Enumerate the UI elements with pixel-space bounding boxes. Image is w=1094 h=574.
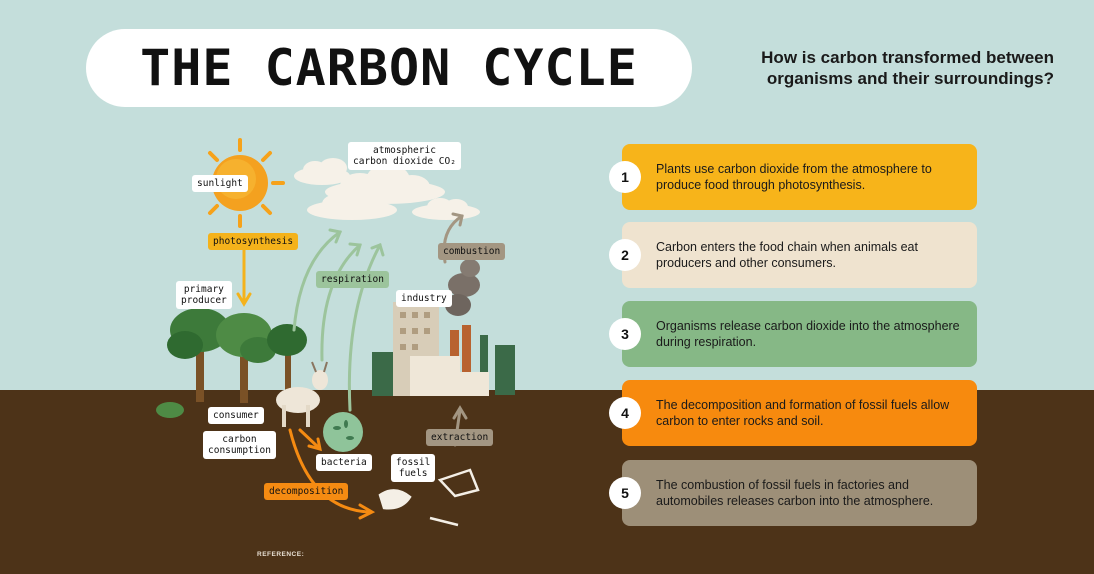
- page-subtitle: How is carbon transformed between organi…: [761, 48, 1054, 88]
- fossil-icon: [378, 468, 480, 527]
- label-fossil-fuels: fossil fuels: [391, 454, 436, 482]
- reference-note: REFERENCE:: [257, 551, 305, 558]
- bacteria-icon: [323, 412, 363, 452]
- label-consumer: consumer: [208, 407, 264, 424]
- label-industry: industry: [396, 290, 452, 307]
- label-atmospheric-co2: atmospheric carbon dioxide CO₂: [348, 142, 461, 170]
- label-bacteria: bacteria: [316, 454, 372, 471]
- label-sunlight: sunlight: [192, 175, 248, 192]
- step-number: 4: [609, 397, 641, 429]
- step-number: 2: [609, 239, 641, 271]
- step-card-3: 3 Organisms release carbon dioxide into …: [609, 301, 977, 367]
- step-number: 5: [609, 477, 641, 509]
- step-card-1: 1 Plants use carbon dioxide from the atm…: [609, 144, 977, 210]
- title-banner: THE CARBON CYCLE: [86, 29, 692, 107]
- tree-icon: [156, 308, 307, 418]
- step-text: The decomposition and formation of fossi…: [656, 398, 950, 428]
- step-card-4: 4 The decomposition and formation of fos…: [609, 380, 977, 446]
- step-number: 3: [609, 318, 641, 350]
- label-extraction: extraction: [426, 429, 494, 446]
- step-text: The combustion of fossil fuels in factor…: [656, 478, 934, 508]
- label-photosynthesis: photosynthesis: [208, 233, 299, 250]
- step-text: Carbon enters the food chain when animal…: [656, 240, 918, 270]
- label-carbon-consumption: carbon consumption: [203, 431, 276, 459]
- step-text: Organisms release carbon dioxide into th…: [656, 319, 960, 349]
- page-title: THE CARBON CYCLE: [140, 39, 638, 97]
- step-card-2: 2 Carbon enters the food chain when anim…: [609, 222, 977, 288]
- label-decomposition: decomposition: [264, 483, 349, 500]
- step-number: 1: [609, 161, 641, 193]
- step-text: Plants use carbon dioxide from the atmos…: [656, 162, 932, 192]
- goat-icon: [276, 361, 328, 427]
- factory-icon: [372, 259, 515, 396]
- label-combustion: combustion: [438, 243, 506, 260]
- step-card-5: 5 The combustion of fossil fuels in fact…: [609, 460, 977, 526]
- label-respiration: respiration: [316, 271, 389, 288]
- label-primary-producer: primary producer: [176, 281, 232, 309]
